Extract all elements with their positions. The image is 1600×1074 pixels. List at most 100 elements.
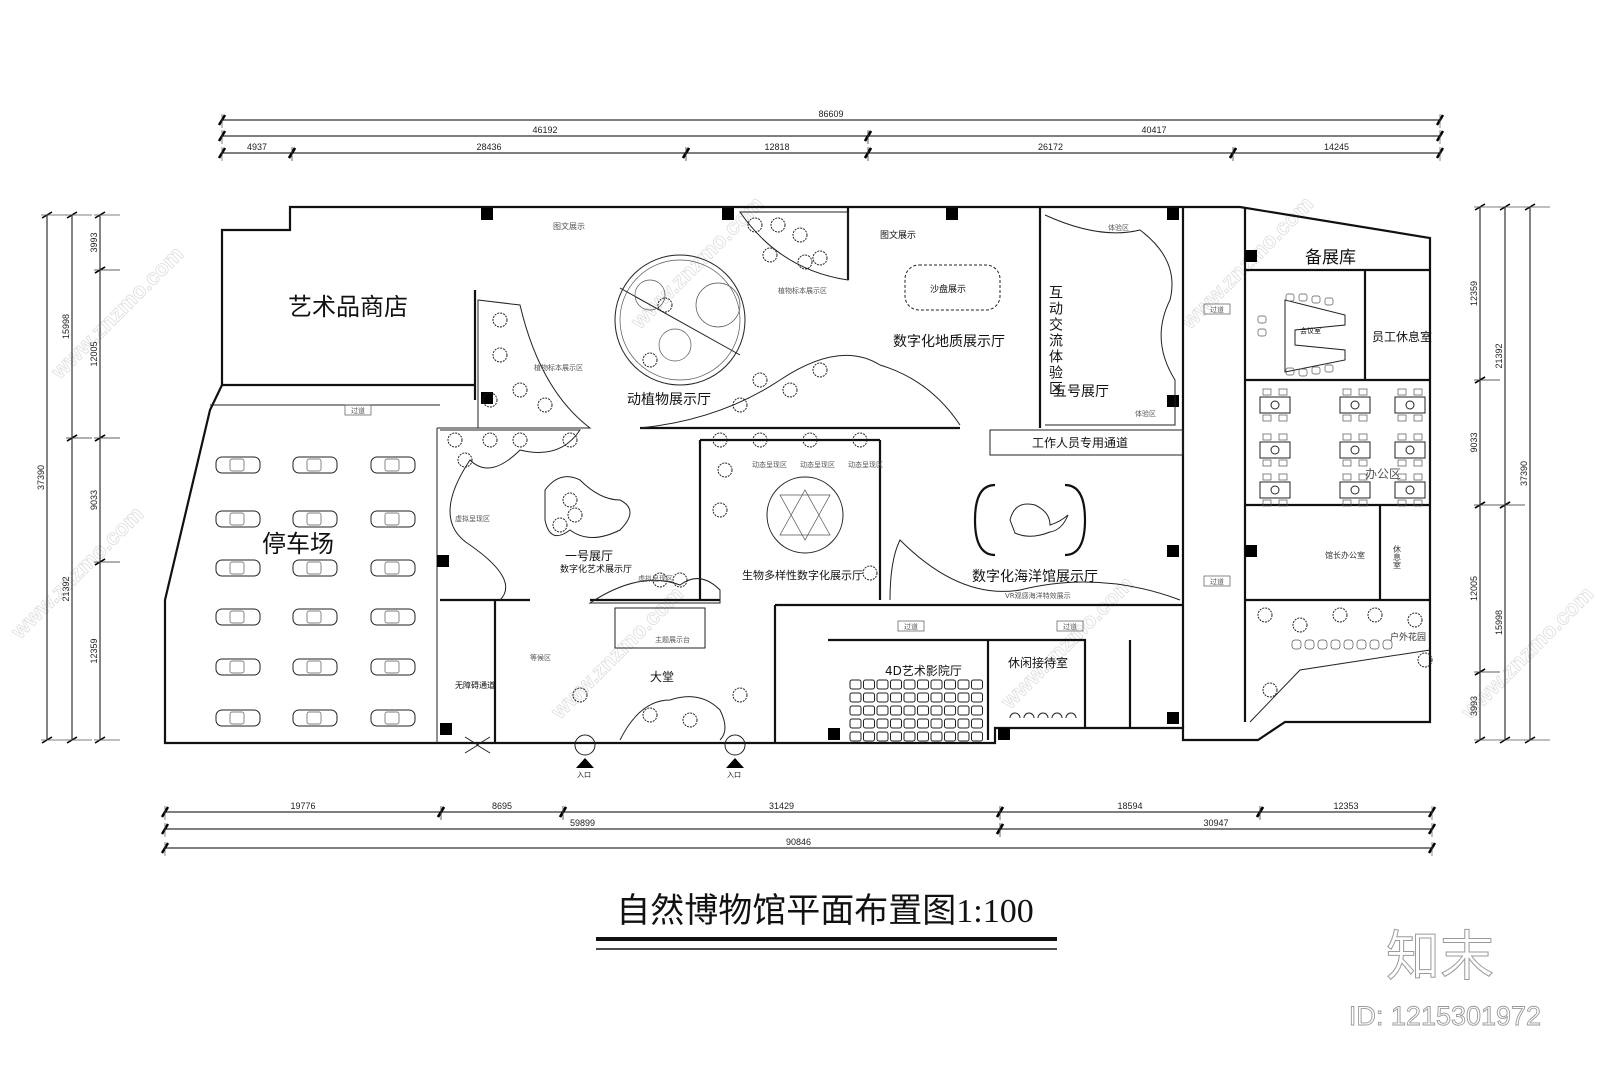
label-corridor: 过道: [1210, 305, 1224, 314]
cinema-seat: [849, 692, 862, 703]
dimension-value: 21392: [1494, 343, 1504, 368]
watermark-text: www.znzmo.com: [5, 501, 148, 644]
id-label: ID: 1215301972: [1349, 1001, 1541, 1031]
tree-icon: [512, 382, 528, 398]
tree-icon: [572, 687, 588, 703]
room-label-staff-passage: 工作人员专用通道: [1032, 435, 1128, 450]
corridor-wall: [210, 404, 590, 743]
parked-car: [370, 608, 416, 626]
tree-icon: [717, 462, 733, 478]
tree-icon: [492, 312, 508, 328]
dimension-value: 14245: [1324, 142, 1349, 152]
cinema-seat: [890, 692, 902, 703]
cinema-seat: [849, 718, 862, 729]
parked-car: [292, 559, 338, 577]
meeting-chair: [1311, 366, 1321, 375]
tree-icon: [567, 507, 583, 523]
tree-icon: [482, 392, 498, 408]
meeting-chair: [1324, 364, 1334, 373]
garden-stepping-stone: [1369, 639, 1380, 650]
dimension-value: 90846: [786, 837, 811, 847]
parked-car: [215, 658, 261, 676]
tree-icon: [1367, 607, 1383, 623]
dimension-value: 19776: [290, 801, 315, 811]
cinema-seat: [863, 692, 875, 703]
dimension-value: 37390: [1519, 461, 1529, 486]
entrance-label: 入口: [727, 771, 741, 779]
meeting-chair: [1257, 315, 1267, 324]
room-label-reception: 休闲接待室: [1008, 655, 1068, 670]
cinema-seat: [917, 705, 929, 716]
room-label-parking: 停车场: [262, 530, 334, 558]
cinema-seat: [903, 705, 916, 716]
dimension-value: 9033: [1469, 432, 1479, 452]
cinema-seat: [944, 692, 956, 703]
cinema-seat: [930, 718, 943, 729]
tree-icon: [752, 372, 768, 388]
cinema-seat: [863, 679, 875, 690]
round-display: [614, 254, 746, 386]
label-plant-specimen: 植物标本展示区: [778, 286, 827, 295]
tree-icon: [537, 397, 553, 413]
label-corridor: 过道: [1063, 622, 1077, 631]
dimension-value: 26172: [1038, 142, 1063, 152]
cinema-seat: [863, 705, 875, 716]
tree-icon: [712, 502, 728, 518]
cinema-seat: [957, 731, 970, 742]
tree-icon: [797, 254, 813, 270]
cinema-seat: [890, 705, 902, 716]
tree-icon: [792, 227, 808, 243]
tree-icon: [657, 297, 673, 313]
dimension-value: 12353: [1333, 801, 1358, 811]
revolving-door[interactable]: [574, 734, 596, 756]
cinema-seat: [957, 679, 970, 690]
tree-icon: [492, 347, 508, 363]
whale-model: [1009, 503, 1069, 537]
tree-icon: [1332, 607, 1348, 623]
cinema-seat: [917, 692, 929, 703]
room-label-hall-1: 一号展厅: [565, 549, 613, 563]
cinema-seat: [849, 731, 862, 742]
ocean-bracket-left: [973, 483, 996, 557]
exhibit-features: [440, 211, 1346, 741]
dimension-value: 30947: [1203, 818, 1228, 828]
tree-icon: [1407, 612, 1423, 628]
entrance-arrow-icon: [726, 758, 744, 768]
office-desk-cluster: [1339, 433, 1371, 467]
cinema-seat: [930, 679, 943, 690]
lobby-garden: [619, 696, 726, 741]
lounge-chair: [1037, 712, 1049, 719]
dimension-value: 31429: [769, 801, 794, 811]
tree-icon: [552, 517, 568, 533]
room-label-geology: 数字化地质展示厅: [893, 334, 1005, 350]
cinema-seat: [876, 679, 889, 690]
revolving-door[interactable]: [724, 734, 746, 756]
parked-car: [215, 456, 261, 474]
meeting-chair: [1257, 328, 1267, 337]
lounge-chair: [1051, 712, 1063, 719]
tree-icon: [712, 432, 728, 448]
tree-icon: [652, 572, 668, 588]
parked-car: [215, 709, 261, 727]
dimension-value: 86609: [818, 109, 843, 119]
room-label-cinema: 4D艺术影院厅: [885, 664, 962, 678]
garden-stepping-stone: [1330, 639, 1341, 650]
tree-icon: [802, 432, 818, 448]
cinema-seat: [930, 705, 943, 716]
tree-icon: [562, 432, 578, 448]
brand-watermark: 知末 ID: 1215301972: [1348, 925, 1541, 1032]
tree-icon: [512, 432, 528, 448]
outer-wall: [163, 205, 1432, 745]
parked-car: [292, 510, 338, 528]
office-desk-cluster: [1394, 433, 1426, 467]
cinema-seat: [917, 731, 929, 742]
drawing-title-block: 自然博物馆平面布置图1:100: [596, 892, 1057, 950]
biodiversity-dome: [766, 476, 844, 554]
office-desk-cluster: [1339, 473, 1371, 507]
cinema-seat: [903, 731, 916, 742]
label-corridor: 过道: [351, 406, 365, 415]
room-label-meeting: 会议室: [1300, 326, 1321, 335]
garden-stepping-stone: [1356, 639, 1367, 650]
label-plant-specimen: 植物标本展示区: [534, 363, 583, 372]
